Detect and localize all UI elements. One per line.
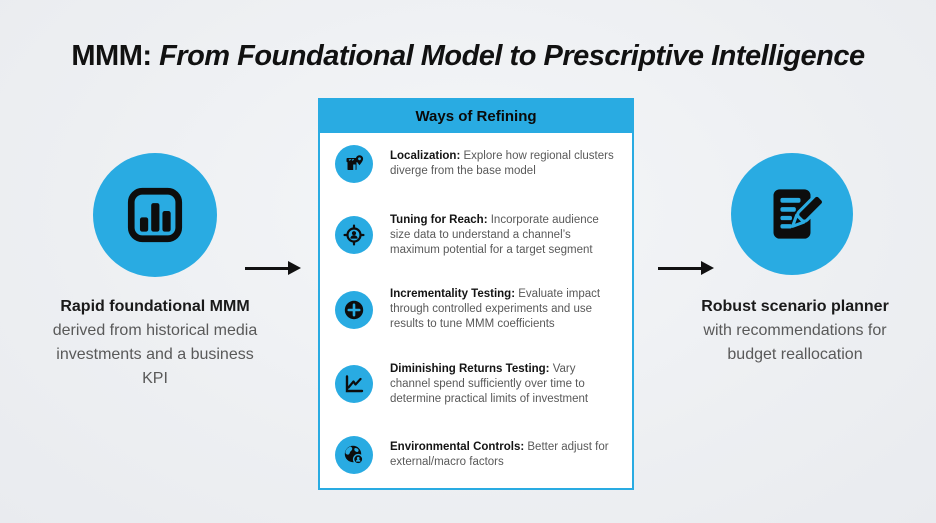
- store-location-icon: [335, 145, 373, 183]
- globe-controls-icon: [335, 436, 373, 474]
- left-caption-bold: Rapid foundational MMM: [60, 298, 250, 315]
- ways-of-refining-panel: Ways of Refining Localization: Explore h…: [318, 98, 634, 490]
- foundational-mmm-caption: Rapid foundational MMM derived from hist…: [50, 295, 260, 391]
- scenario-planner-caption: Robust scenario planner with recommendat…: [690, 295, 900, 367]
- list-item-text: Environmental Controls: Better adjust fo…: [390, 441, 609, 468]
- right-caption-bold: Robust scenario planner: [701, 298, 889, 315]
- page-title: MMM: From Foundational Model to Prescrip…: [0, 40, 936, 73]
- list-item-tuning-for-reach: Tuning for Reach: Incorporate audience s…: [320, 213, 632, 258]
- list-item-diminishing-returns: Diminishing Returns Testing: Vary channe…: [320, 362, 632, 407]
- list-item-text: Tuning for Reach: Incorporate audience s…: [390, 213, 599, 256]
- scenario-planner-icon: [755, 177, 829, 251]
- list-item-localization: Localization: Explore how regional clust…: [320, 145, 632, 183]
- arrow-left-icon: [245, 261, 301, 275]
- panel-header: Ways of Refining: [320, 100, 632, 133]
- panel-body: Localization: Explore how regional clust…: [320, 133, 632, 488]
- arrow-right-icon: [658, 261, 714, 275]
- left-caption-rest: derived from historical media investment…: [52, 322, 258, 387]
- list-item-text: Diminishing Returns Testing: Vary channe…: [390, 362, 589, 405]
- list-item-environmental: Environmental Controls: Better adjust fo…: [320, 436, 632, 474]
- audience-target-icon: [335, 216, 373, 254]
- list-item-text: Localization: Explore how regional clust…: [390, 150, 614, 177]
- scenario-planner-badge: [731, 153, 853, 275]
- list-item-incrementality: Incrementality Testing: Evaluate impact …: [320, 287, 632, 332]
- foundational-mmm-badge: [93, 153, 217, 277]
- line-chart-icon: [335, 365, 373, 403]
- bar-chart-icon: [117, 177, 193, 253]
- right-caption-rest: with recommendations for budget realloca…: [703, 322, 887, 363]
- title-rest: From Foundational Model to Prescriptive …: [151, 40, 865, 72]
- list-item-text: Incrementality Testing: Evaluate impact …: [390, 288, 601, 330]
- title-prefix: MMM:: [71, 40, 152, 72]
- plus-circle-icon: [335, 290, 373, 329]
